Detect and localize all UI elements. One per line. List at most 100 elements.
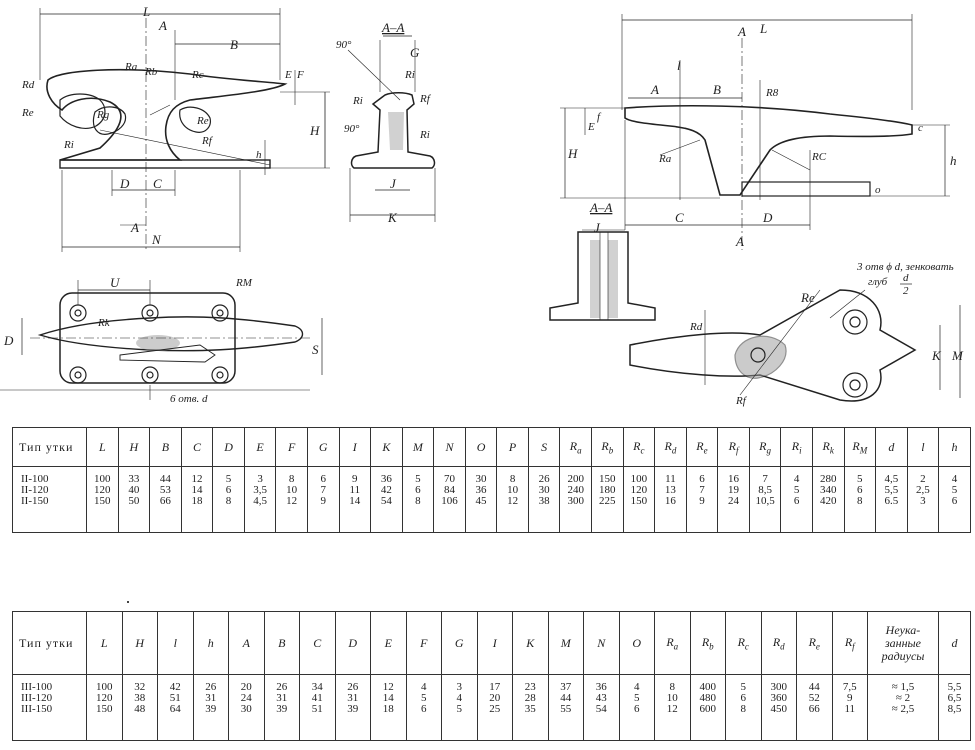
label-Ra-fig2: Ra bbox=[658, 153, 672, 165]
header-e: E bbox=[370, 611, 407, 675]
label-o-fig2: o bbox=[875, 184, 881, 196]
label-Rb: Rb bbox=[144, 66, 158, 78]
figure-2-side-view bbox=[560, 14, 950, 250]
header-rc: Rc bbox=[622, 427, 656, 467]
label-J-fig2: J bbox=[594, 220, 601, 235]
label-RM: RM bbox=[235, 277, 253, 289]
label-Ri-left: Ri bbox=[352, 95, 363, 107]
note-frac-num: d bbox=[903, 272, 909, 284]
header-k: K bbox=[370, 427, 403, 467]
header-d: D bbox=[212, 427, 245, 467]
header-b: B bbox=[149, 427, 182, 467]
header-a: A bbox=[228, 611, 265, 675]
section-title-2: A–A bbox=[589, 200, 612, 215]
drawings-svg: L A B Ra Rb Rc Rd Re Rg Re Rf Ri H E F h… bbox=[0, 4, 964, 407]
header-l: l bbox=[906, 427, 940, 467]
figure-1-plan-view bbox=[0, 280, 323, 400]
label-C-fig2: C bbox=[675, 210, 684, 225]
label-h: h bbox=[256, 149, 262, 161]
label-Ri-bottom: Ri bbox=[419, 129, 430, 141]
label-G: G bbox=[410, 45, 420, 60]
header-rk: Rk bbox=[811, 427, 845, 467]
header-ra: Ra bbox=[559, 427, 592, 467]
header-i: I bbox=[476, 611, 513, 675]
label-E: E bbox=[284, 69, 292, 81]
label-A-dim-fig2: A bbox=[650, 82, 659, 97]
label-f-fig2: f bbox=[597, 111, 602, 123]
header-type: Тип утки bbox=[12, 611, 87, 675]
label-c-fig2: c bbox=[918, 122, 923, 134]
header-h: H bbox=[117, 427, 151, 467]
header-re: Re bbox=[796, 611, 833, 675]
figure-2-section-aa bbox=[549, 229, 656, 321]
label-Rd-fig2: Rd bbox=[689, 321, 703, 333]
header-ri: Ri bbox=[780, 427, 813, 467]
header-g: G bbox=[441, 611, 478, 675]
note-fig2-line2: глуб bbox=[868, 276, 888, 288]
label-D: D bbox=[119, 176, 130, 191]
section-title-1: A–A bbox=[381, 20, 404, 35]
label-A2-fig2: A bbox=[735, 234, 744, 249]
figure-1-section-aa bbox=[347, 35, 436, 222]
header-k: K bbox=[512, 611, 549, 675]
header-f: F bbox=[405, 611, 442, 675]
note-frac-den: 2 bbox=[903, 285, 909, 297]
cell-unspecified-radii: ≈ 1,5≈ 2≈ 2,5 bbox=[867, 674, 939, 741]
header-rd: Rd bbox=[654, 427, 687, 467]
label-K-fig2: K bbox=[931, 348, 942, 363]
label-B-fig2: B bbox=[713, 82, 721, 97]
label-L-fig2: L bbox=[759, 21, 767, 36]
label-l-fig2: l bbox=[677, 58, 681, 73]
label-Rf: Rf bbox=[201, 135, 214, 147]
header-m: M bbox=[547, 611, 584, 675]
label-Re2: Re bbox=[196, 115, 209, 127]
header-m: M bbox=[401, 427, 435, 467]
figure-2-plan-view bbox=[629, 289, 961, 402]
note-fig2-line1: 3 отв ϕ d, зенковать bbox=[856, 261, 954, 273]
label-J: J bbox=[390, 176, 397, 191]
header-n: N bbox=[583, 611, 620, 675]
label-E-fig2: E bbox=[587, 121, 595, 133]
header-rc: Rc bbox=[725, 611, 762, 675]
label-L: L bbox=[142, 4, 150, 19]
label-Ri: Ri bbox=[63, 139, 74, 151]
header-type: Тип утки bbox=[12, 427, 87, 467]
label-D-fig2: D bbox=[762, 210, 773, 225]
header-p: P bbox=[496, 427, 529, 467]
label-Re-fig2: Re bbox=[800, 290, 815, 305]
label-N: N bbox=[151, 232, 162, 247]
header-l: L bbox=[86, 611, 123, 675]
header-o: O bbox=[618, 611, 655, 675]
header-d: D bbox=[334, 611, 371, 675]
header-h: h bbox=[192, 611, 229, 675]
